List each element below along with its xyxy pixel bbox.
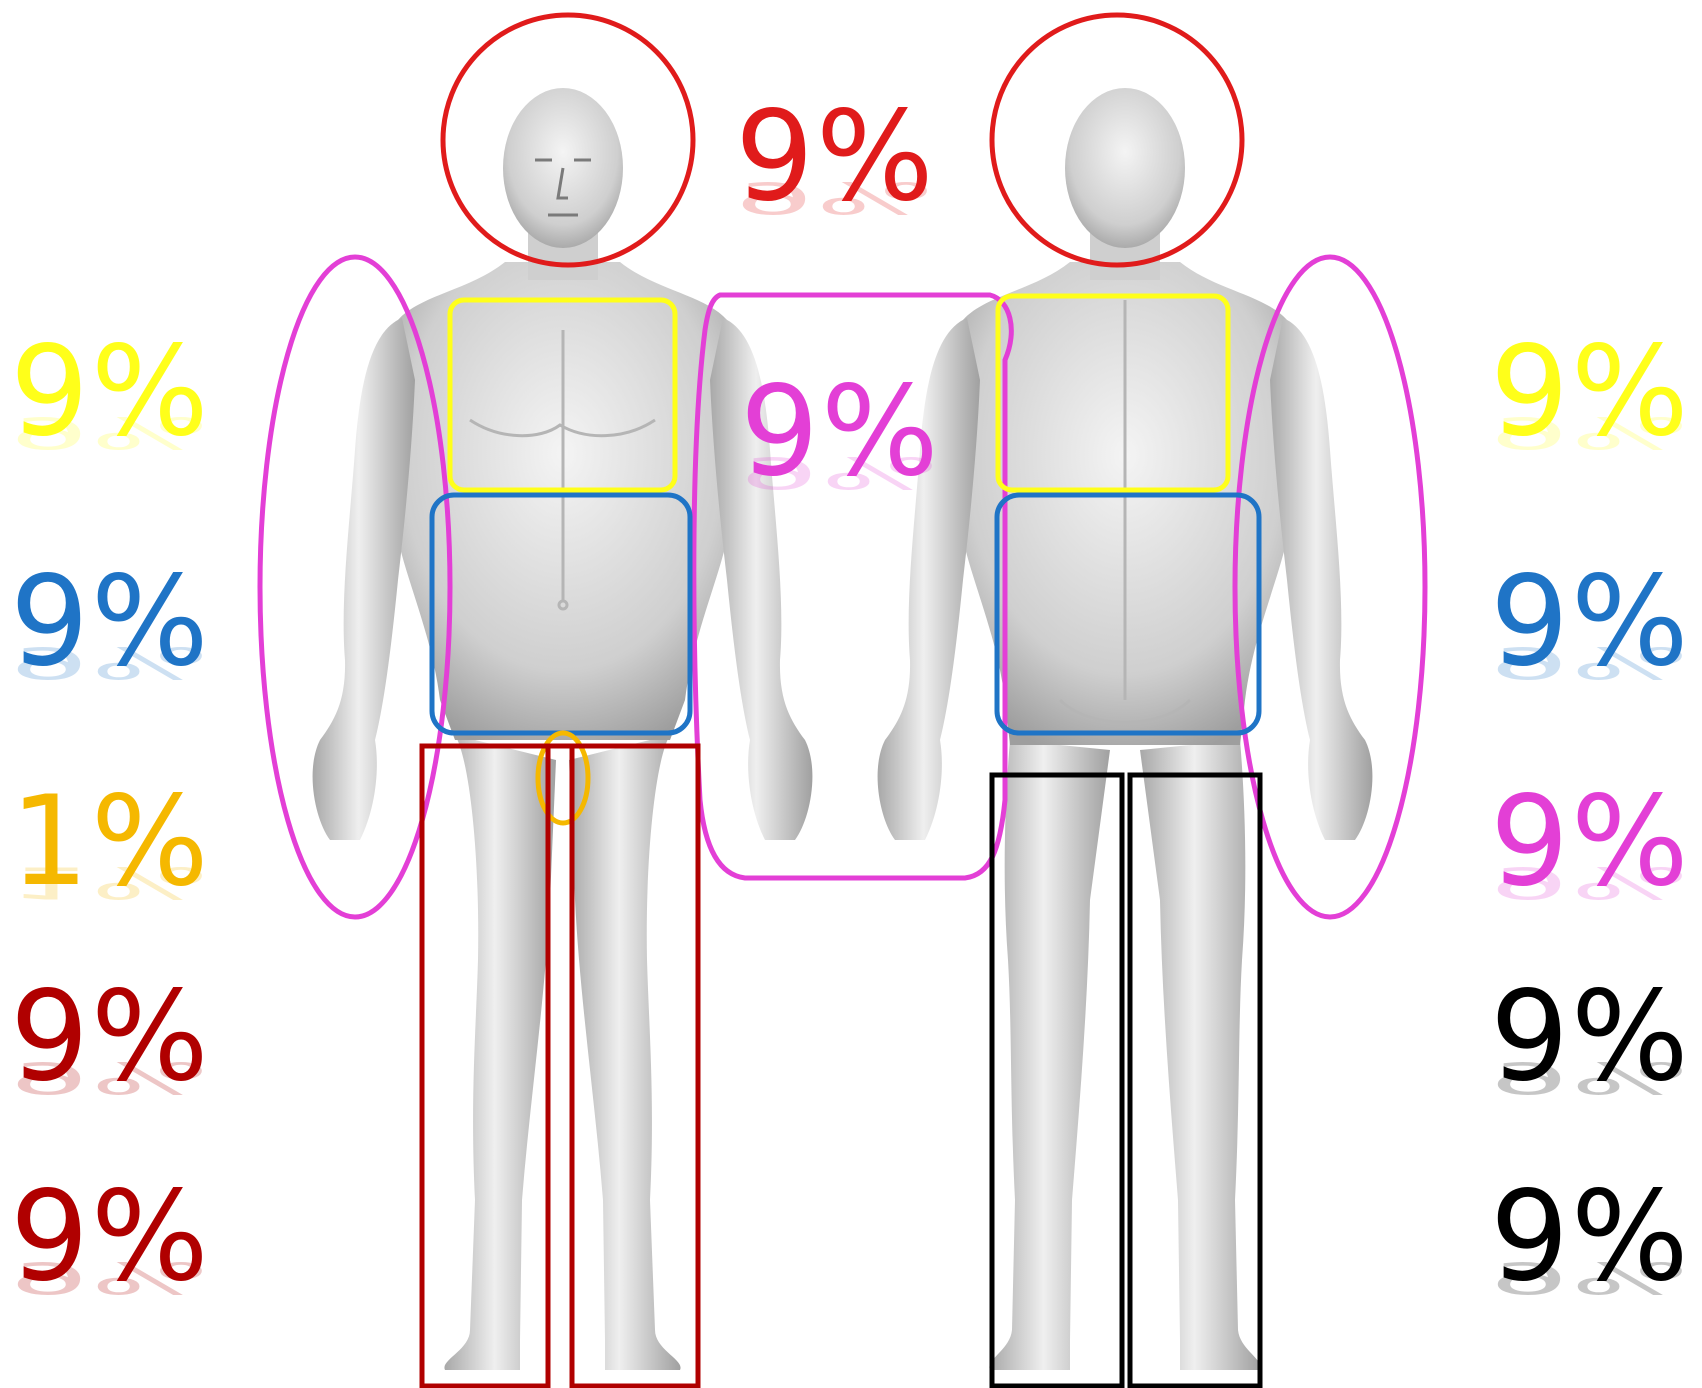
front-leg-upper-percent-label: 9%9% [10, 975, 211, 1099]
back-arm-percent-label: 9%9% [1490, 780, 1691, 904]
head-percent-label: 9%9% [735, 95, 936, 219]
front-leg-lower-percent-label: 9%9% [10, 1175, 211, 1299]
back-leg-lower-percent-label: 9%9% [1490, 1175, 1691, 1299]
front-chest-percent-label: 9%9% [10, 330, 211, 454]
back-legs [989, 740, 1260, 1370]
back-head [1065, 88, 1185, 248]
groin-percent-label: 1%1% [10, 780, 211, 904]
back-leg-upper-percent-label: 9%9% [1490, 975, 1691, 1099]
back-body-figure [878, 88, 1373, 1370]
back-upper-percent-label: 9%9% [1490, 330, 1691, 454]
front-legs [444, 735, 680, 1370]
back-lower-percent-label: 9%9% [1490, 560, 1691, 684]
front-abdomen-percent-label: 9%9% [10, 560, 211, 684]
arm-center-percent-label: 9%9% [740, 370, 941, 494]
